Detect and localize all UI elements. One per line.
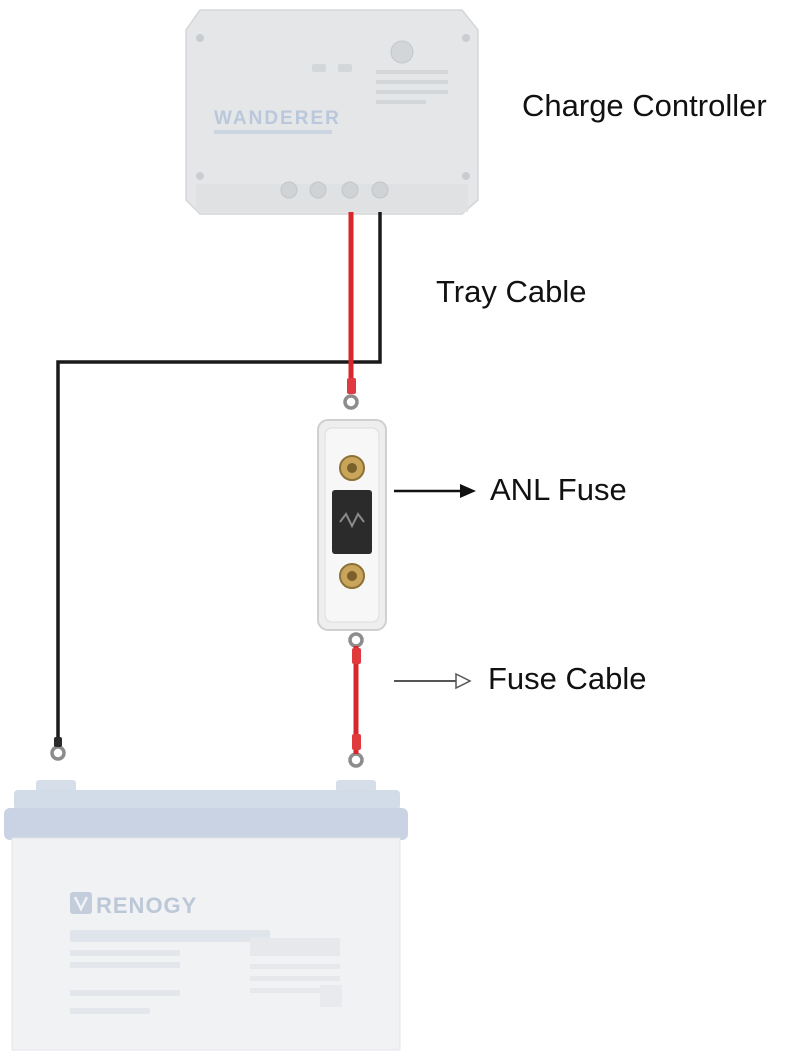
terminal-screw-icon <box>341 181 359 199</box>
ring-terminal-icon <box>50 745 66 761</box>
indicator-led-icon <box>312 64 326 72</box>
indicator-led-icon <box>338 64 352 72</box>
anl-fuse-label: ANL Fuse <box>490 472 627 507</box>
anl-fuse-element <box>332 490 372 554</box>
ring-terminal-icon <box>343 394 359 410</box>
battery-brand: RENOGY <box>96 893 197 918</box>
mount-hole-icon <box>462 34 470 42</box>
fuse-cable-label: Fuse Cable <box>488 661 647 696</box>
ring-terminal-icon <box>348 632 364 648</box>
charge-controller: WANDERER <box>185 9 479 215</box>
fuse-cable-arrow-icon <box>394 672 472 690</box>
controller-button-icon <box>390 40 414 64</box>
mount-hole-icon <box>462 172 470 180</box>
battery-terminal-positive <box>336 780 376 792</box>
crimp-sleeve-icon <box>352 734 361 750</box>
anl-fuse-holder <box>317 419 387 631</box>
tray-cable-label: Tray Cable <box>436 274 587 309</box>
tray-cable-negative-wire <box>56 212 382 737</box>
crimp-sleeve-icon <box>352 648 361 664</box>
mount-hole-icon <box>196 172 204 180</box>
battery-lid <box>4 808 408 840</box>
mount-hole-icon <box>196 34 204 42</box>
crimp-sleeve-icon <box>347 378 356 394</box>
battery-terminal-negative <box>36 780 76 792</box>
renogy-logo-icon <box>70 892 92 914</box>
battery: RENOGY <box>4 780 408 1051</box>
charge-controller-label: Charge Controller <box>522 88 767 123</box>
anl-fuse-arrow-icon <box>394 484 476 498</box>
ring-terminal-icon <box>348 752 364 768</box>
crimp-sleeve-icon <box>54 737 62 747</box>
controller-brand: WANDERER <box>214 108 341 129</box>
terminal-screw-icon <box>371 181 389 199</box>
terminal-screw-icon <box>309 181 327 199</box>
terminal-screw-icon <box>280 181 298 199</box>
